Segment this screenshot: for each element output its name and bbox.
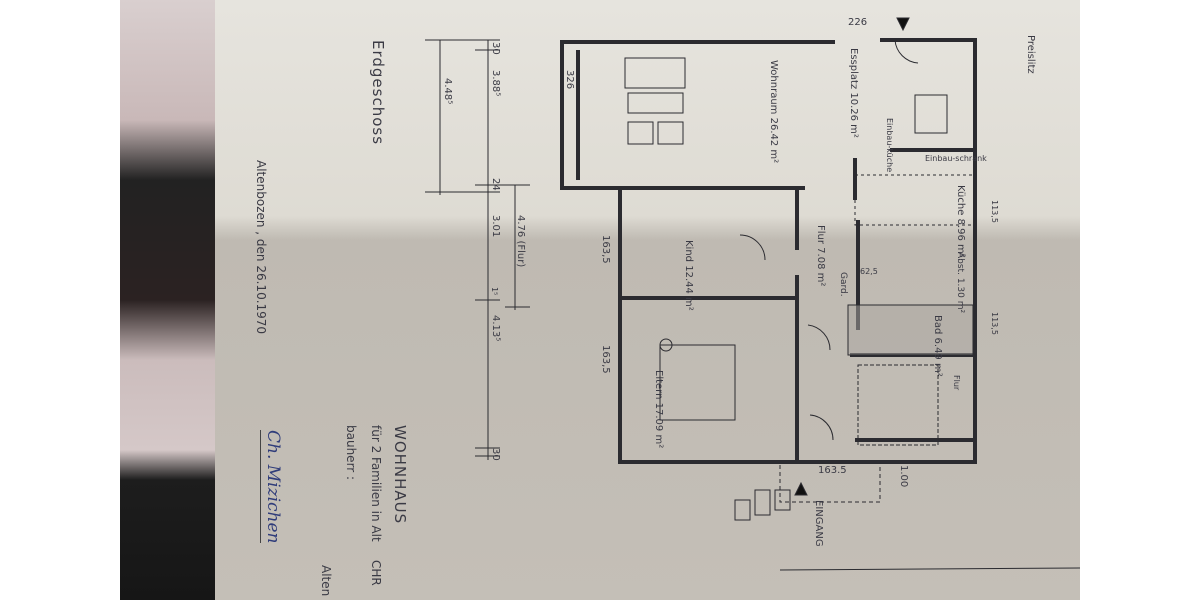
edge-text: Preislitz bbox=[1025, 35, 1036, 74]
room-label-einbaukueche: Einbau-küche bbox=[885, 118, 894, 173]
dim-163-entrance: 163.5 bbox=[818, 465, 847, 476]
dim-chain-4: 1⁵ bbox=[490, 287, 499, 296]
place-date: Altenbozen , den 26.10.1970 bbox=[254, 160, 268, 335]
dim-chain-1: 3.88⁵ bbox=[490, 70, 501, 97]
project-title: WOHNHAUS bbox=[391, 425, 409, 525]
room-label-garderobe: Gard. bbox=[838, 272, 848, 297]
owner-label: bauherr : bbox=[344, 425, 358, 481]
dim-chain-2: 24 bbox=[490, 178, 501, 191]
owner-place: Alten bbox=[319, 565, 333, 597]
dim-163-kind: 163,5 bbox=[600, 235, 611, 264]
background-fabric bbox=[120, 0, 220, 600]
floor-title: Erdgeschoss bbox=[369, 40, 387, 146]
dim-chain-0: 30 bbox=[490, 42, 501, 55]
room-label-eltern: Eltern 17.09 m² bbox=[653, 370, 664, 449]
room-label-kueche: Küche 8.96 m² bbox=[955, 185, 966, 258]
room-label-einbauschrank: Einbau-schrank bbox=[925, 154, 987, 163]
dim-326: 326 bbox=[564, 70, 575, 90]
room-label-essplatz: Essplatz 10.26 m² bbox=[848, 48, 859, 138]
room-label-flur: Flur 7.08 m² bbox=[815, 225, 826, 287]
dim-100: 1.00 bbox=[898, 465, 909, 488]
dim-226: 226 bbox=[848, 17, 868, 28]
dim-113-b: 113,5 bbox=[990, 312, 999, 335]
room-label-wohnraum: Wohnraum 26.42 m² bbox=[768, 60, 779, 164]
room-label-bad: Bad 6.49 m² bbox=[932, 315, 943, 377]
room-label-flur-2: Flur bbox=[952, 375, 961, 391]
dim-62: 62,5 bbox=[860, 267, 878, 276]
dimension-lines bbox=[425, 39, 1080, 571]
dim-163-eltern: 163,5 bbox=[600, 345, 611, 374]
photo: Wohnraum 26.42 m² Essplatz 10.26 m² Einb… bbox=[120, 0, 1080, 600]
dim-flur: 4.76 (Flur) bbox=[515, 215, 526, 268]
dim-chain-6: 30 bbox=[490, 448, 501, 461]
dim-overall: 4.48⁵ bbox=[442, 78, 453, 105]
project-subtitle: für 2 Familien in Alt bbox=[369, 425, 383, 542]
fixtures bbox=[624, 17, 976, 521]
dim-chain-3: 3.01 bbox=[490, 215, 501, 238]
signature: Ch. Mizichen bbox=[260, 430, 283, 544]
room-label-abstell: Abst. 1.30 m² bbox=[955, 252, 965, 314]
owner-name: CHR bbox=[369, 560, 383, 586]
floor-plan-drawing bbox=[425, 17, 1080, 571]
room-label-kind: Kind 12.44 m² bbox=[683, 240, 694, 311]
dim-113-a: 113,5 bbox=[990, 200, 999, 223]
entrance-label: EINGANG bbox=[813, 500, 824, 547]
dim-chain-5: 4.13⁵ bbox=[490, 315, 501, 342]
